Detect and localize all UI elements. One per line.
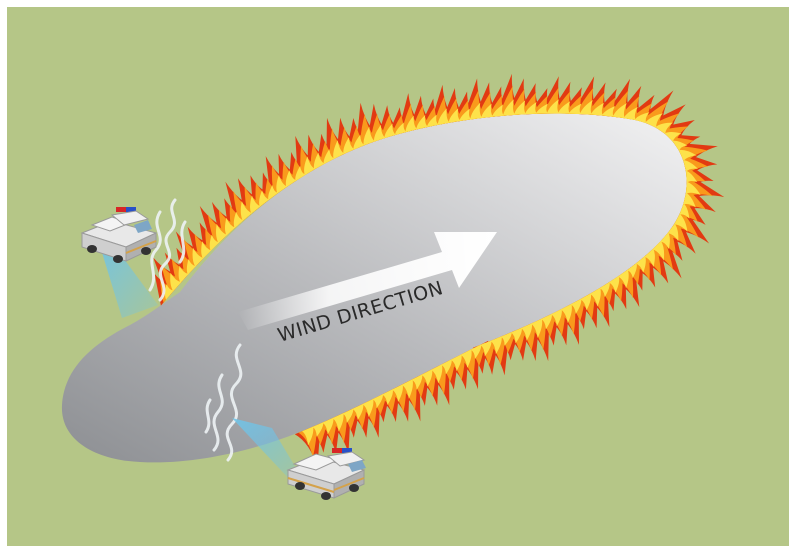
wildfire-wind-diagram: WIND DIRECTION <box>0 0 796 553</box>
